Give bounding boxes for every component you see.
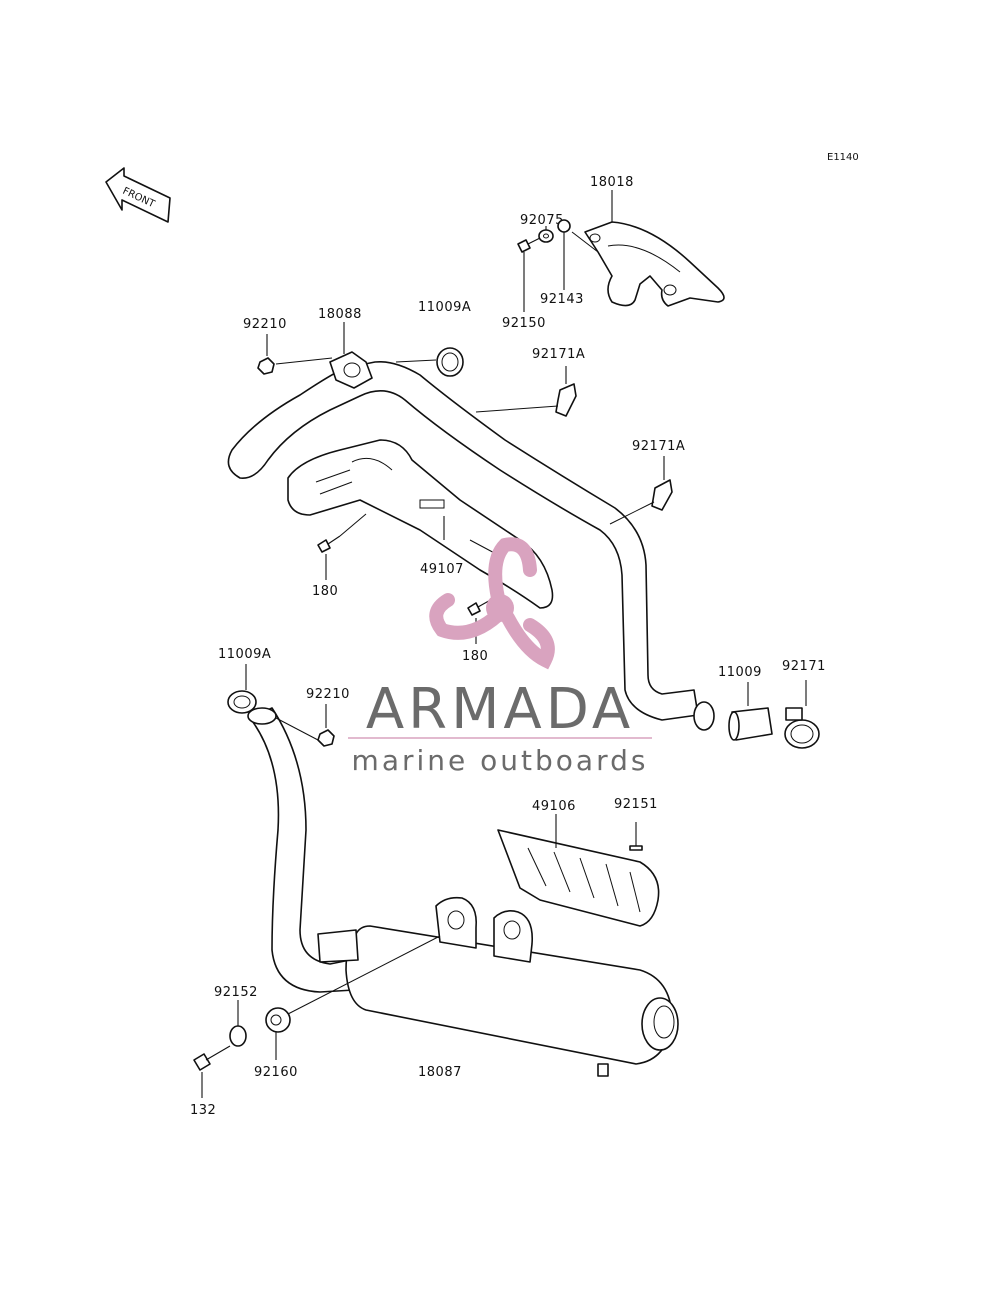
gasket-11009A-top [436, 347, 464, 377]
heat-guard-18018 [584, 221, 725, 307]
nut-92210-mid [317, 729, 335, 747]
armada-watermark: ARMADA marine outboards [348, 537, 652, 777]
front-arrow-icon: FRONT [105, 167, 171, 223]
washer-92075 [538, 229, 554, 243]
gasket-11009A-left [227, 690, 257, 714]
label-92151: 92151 [614, 797, 658, 812]
label-92171A-2: 92171A [632, 439, 685, 454]
label-92210-top: 92210 [243, 317, 287, 332]
label-11009: 11009 [718, 665, 762, 680]
bracket-92171A-2 [651, 479, 673, 511]
clamp-92171 [784, 707, 820, 749]
bracket-92171A-1 [555, 383, 577, 417]
upper-exhaust-pipe-18088 [227, 351, 715, 731]
label-180-left: 180 [312, 584, 338, 599]
sleeve-11009 [728, 707, 773, 741]
label-49106: 49106 [532, 799, 576, 814]
washer-92152 [229, 1025, 247, 1047]
grommet-92160 [265, 1007, 291, 1033]
label-49107: 49107 [420, 562, 464, 577]
propeller-logo-icon [429, 537, 555, 670]
label-92210-mid: 92210 [306, 687, 350, 702]
label-92171A-1: 92171A [532, 347, 585, 362]
label-92143: 92143 [540, 292, 584, 307]
bolt-180-left [317, 535, 341, 553]
label-92075: 92075 [520, 213, 564, 228]
label-92152: 92152 [214, 985, 258, 1000]
label-92150: 92150 [502, 316, 546, 331]
label-92160: 92160 [254, 1065, 298, 1080]
screw-92151 [629, 822, 643, 851]
label-92171: 92171 [782, 659, 826, 674]
heat-guard-49106 [497, 829, 660, 927]
bolt-92150 [517, 237, 541, 253]
watermark-brand: ARMADA [366, 677, 634, 742]
collar-92143 [557, 219, 571, 233]
nut-92210-top [257, 357, 275, 375]
label-11009A-top: 11009A [418, 300, 471, 315]
diagram-code: E1140 [827, 152, 859, 163]
muffler-18087 [317, 896, 679, 1077]
label-11009A-left: 11009A [218, 647, 271, 662]
label-18018: 18018 [590, 175, 634, 190]
label-18087: 18087 [418, 1065, 462, 1080]
label-18088: 18088 [318, 307, 362, 322]
bolt-132 [193, 1045, 231, 1071]
watermark-tagline: marine outboards [352, 744, 649, 777]
label-180-center: 180 [462, 649, 488, 664]
label-132: 132 [190, 1103, 216, 1118]
